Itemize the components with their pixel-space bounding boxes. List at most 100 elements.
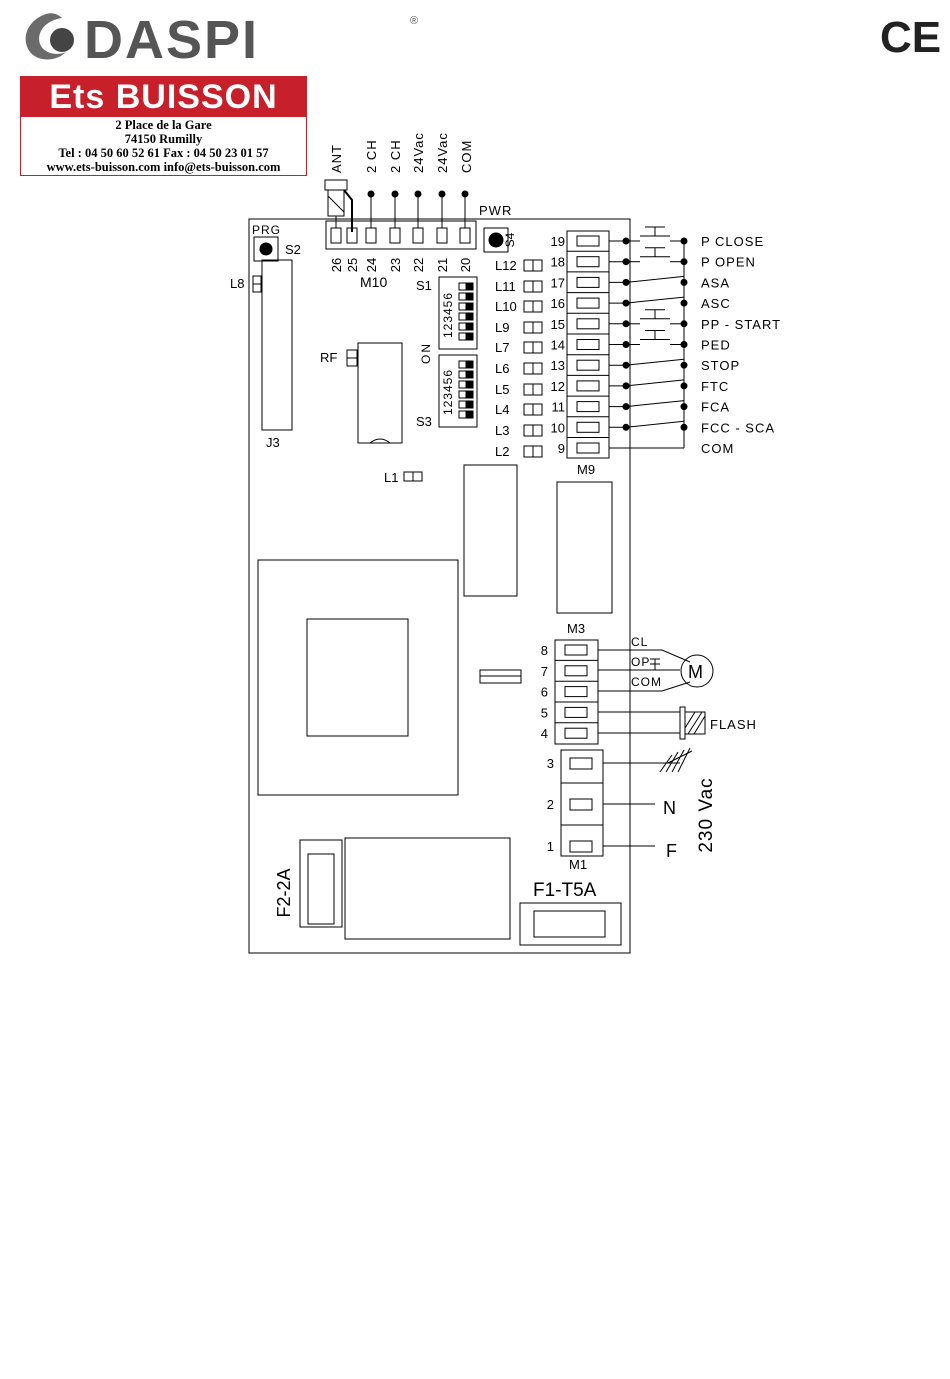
m9-slot bbox=[576, 276, 600, 288]
m3-slot bbox=[564, 644, 588, 656]
s3-label: S3 bbox=[416, 414, 432, 429]
dealer-phone: Tel : 04 50 60 52 61 Fax : 04 50 23 01 5… bbox=[58, 146, 269, 160]
dip-lever-on bbox=[465, 312, 474, 321]
j3-label: J3 bbox=[266, 435, 280, 450]
m9-terminal-number: 14 bbox=[551, 338, 565, 353]
j3-connector: J3 bbox=[261, 259, 293, 450]
led-label: L12 bbox=[495, 258, 517, 273]
m9-slot bbox=[576, 256, 600, 268]
relay-left bbox=[463, 464, 518, 597]
m10-terminal-number: 25 bbox=[345, 258, 360, 272]
ce-mark: CE bbox=[880, 13, 941, 63]
m3-terminal-number: 7 bbox=[541, 664, 548, 679]
pwr-button: PWR S4 bbox=[479, 203, 517, 253]
m1-label: M1 bbox=[569, 857, 587, 872]
m9-function-label: PP - START bbox=[701, 317, 781, 332]
m9-terminal-number: 13 bbox=[551, 358, 565, 373]
led-label: L5 bbox=[495, 382, 509, 397]
m9-slot bbox=[576, 318, 600, 330]
led-label: L6 bbox=[495, 361, 509, 376]
m1-terminal-number: 3 bbox=[547, 756, 554, 771]
m10-terminal-number: 22 bbox=[411, 258, 426, 272]
relay-right bbox=[556, 481, 613, 614]
m10-terminal-number: 21 bbox=[435, 258, 450, 272]
s1-positions: 123456 bbox=[441, 292, 455, 338]
dip-lever-on bbox=[465, 302, 474, 311]
mains-n-label: N bbox=[663, 798, 676, 818]
s1-label: S1 bbox=[416, 278, 432, 293]
terminal-block-m1: 3 2 1 M1 bbox=[547, 749, 604, 872]
on-label: ON bbox=[419, 342, 433, 364]
m9-slot bbox=[576, 339, 600, 350]
m10-terminal-number: 20 bbox=[458, 258, 473, 272]
small-component bbox=[479, 669, 522, 684]
s4-label: S4 bbox=[503, 232, 517, 247]
m10-input-label: 2 CH bbox=[388, 139, 403, 173]
motor-wiring: M CL OP COM bbox=[598, 635, 714, 692]
m10-input-label: 2 CH bbox=[364, 139, 379, 173]
m9-function-label: STOP bbox=[701, 358, 740, 373]
m9-slot bbox=[576, 235, 600, 247]
dealer-city: 74150 Rumilly bbox=[124, 132, 203, 146]
rf-module: RF bbox=[320, 342, 403, 444]
m3-slot bbox=[564, 665, 588, 677]
led-l1-label: L1 bbox=[384, 470, 398, 485]
m9-function-label: ASC bbox=[701, 296, 731, 311]
dip-switch-s3: 123456 S3 bbox=[416, 354, 478, 429]
dip-lever-on bbox=[465, 400, 474, 409]
m1-terminal-number: 1 bbox=[547, 839, 554, 854]
m10-slot bbox=[412, 227, 424, 244]
led-label: L2 bbox=[495, 444, 509, 459]
m10-slot bbox=[389, 227, 401, 244]
mains-f-label: F bbox=[666, 841, 677, 861]
ground-icon bbox=[659, 747, 693, 773]
m3-slot bbox=[564, 706, 588, 718]
m10-input-wires bbox=[367, 190, 469, 228]
m9-terminal-number: 9 bbox=[558, 441, 565, 456]
registered-mark: ® bbox=[410, 15, 418, 27]
s2-label: S2 bbox=[285, 242, 301, 257]
m9-terminal-number: 10 bbox=[551, 420, 565, 435]
m9-function-label: FCC - SCA bbox=[701, 420, 775, 435]
m10-slot bbox=[436, 227, 448, 244]
rf-label: RF bbox=[320, 350, 337, 365]
m9-terminal-number: 17 bbox=[551, 275, 565, 290]
daspi-logo: DASPI ® bbox=[18, 8, 418, 70]
m10-slot bbox=[459, 227, 471, 244]
dip-lever-on bbox=[465, 390, 474, 399]
fuse-f1: F1-T5A bbox=[519, 880, 622, 946]
dip-lever-on bbox=[465, 410, 474, 419]
dip-lever-on bbox=[465, 292, 474, 301]
m9-terminal-number: 12 bbox=[551, 379, 565, 394]
m3-terminal-number: 8 bbox=[541, 643, 548, 658]
m1-terminal-number: 2 bbox=[547, 797, 554, 812]
m9-function-label: PED bbox=[701, 338, 731, 353]
m10-input-label: ANT bbox=[329, 144, 344, 173]
led-l1: L1 bbox=[384, 470, 423, 485]
m9-wiring bbox=[609, 226, 688, 449]
led-label: L11 bbox=[495, 279, 516, 294]
led-label: L7 bbox=[495, 340, 509, 355]
m9-label: M9 bbox=[577, 462, 595, 477]
prg-button: PRG S2 bbox=[252, 223, 301, 262]
led-label: L3 bbox=[495, 423, 509, 438]
m9-terminal-number: 18 bbox=[551, 255, 565, 270]
m1-slot bbox=[569, 757, 593, 770]
motor-wire-com: COM bbox=[631, 675, 662, 689]
dealer-web: www.ets-buisson.com info@ets-buisson.com bbox=[46, 160, 281, 174]
m9-slot bbox=[576, 359, 600, 371]
dip-lever-on bbox=[465, 370, 474, 379]
supply-label: 230 Vac bbox=[696, 777, 717, 852]
motor-wire-cl: CL bbox=[631, 635, 648, 649]
dip-lever-on bbox=[465, 360, 474, 369]
m10-input-label: COM bbox=[459, 140, 474, 173]
m9-function-label: ASA bbox=[701, 275, 730, 290]
dip-switch-s1: 123456 S1 bbox=[416, 276, 478, 350]
board-outline bbox=[248, 218, 631, 954]
brand-name: DASPI bbox=[84, 10, 259, 64]
